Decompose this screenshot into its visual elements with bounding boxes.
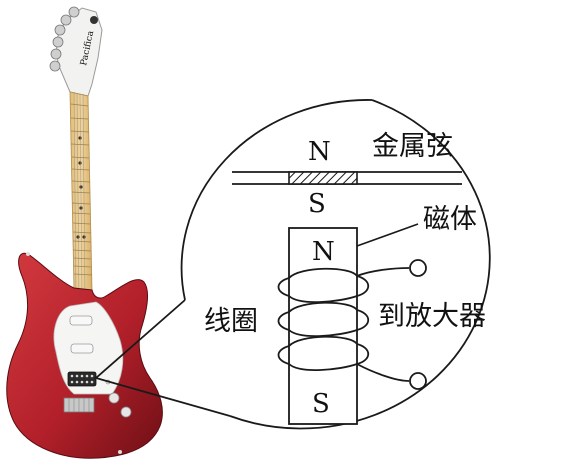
bridge-humbucker	[67, 371, 97, 387]
terminal-top	[409, 259, 427, 277]
coil-leads	[356, 267, 410, 382]
string-pole-south: S	[308, 189, 326, 219]
magnet-label: 磁体	[423, 204, 477, 235]
neck-pickup	[69, 315, 93, 326]
terminal-bottom	[409, 372, 427, 390]
middle-pickup	[70, 343, 94, 354]
logo-icon	[90, 16, 98, 24]
tuning-pegs	[49, 6, 80, 72]
metal-string	[232, 171, 462, 185]
headstock: Pacifica	[49, 6, 103, 97]
magnet	[288, 227, 358, 425]
string-pole-north: N	[308, 137, 331, 167]
electric-guitar: Pacifica	[6, 6, 163, 459]
callout-circle	[229, 99, 491, 430]
frets	[70, 103, 93, 276]
coil-back	[277, 277, 290, 365]
strap-button	[26, 252, 30, 256]
magnet-pole-north: N	[312, 237, 335, 267]
magnet-pole-south: S	[312, 389, 330, 419]
humbucker-poles	[70, 374, 94, 384]
magnetized-string-segment	[288, 171, 358, 185]
guitar-body	[6, 252, 163, 459]
metal-string-label: 金属弦	[372, 131, 453, 162]
pickup-callout	[94, 99, 491, 430]
coil-windings	[288, 267, 370, 371]
to-amplifier-label: 到放大器	[378, 301, 486, 332]
control-knobs	[108, 392, 132, 418]
callout-pointer	[94, 299, 231, 417]
magnet-leader-line	[356, 223, 419, 247]
coil-label: 线圈	[204, 306, 258, 337]
